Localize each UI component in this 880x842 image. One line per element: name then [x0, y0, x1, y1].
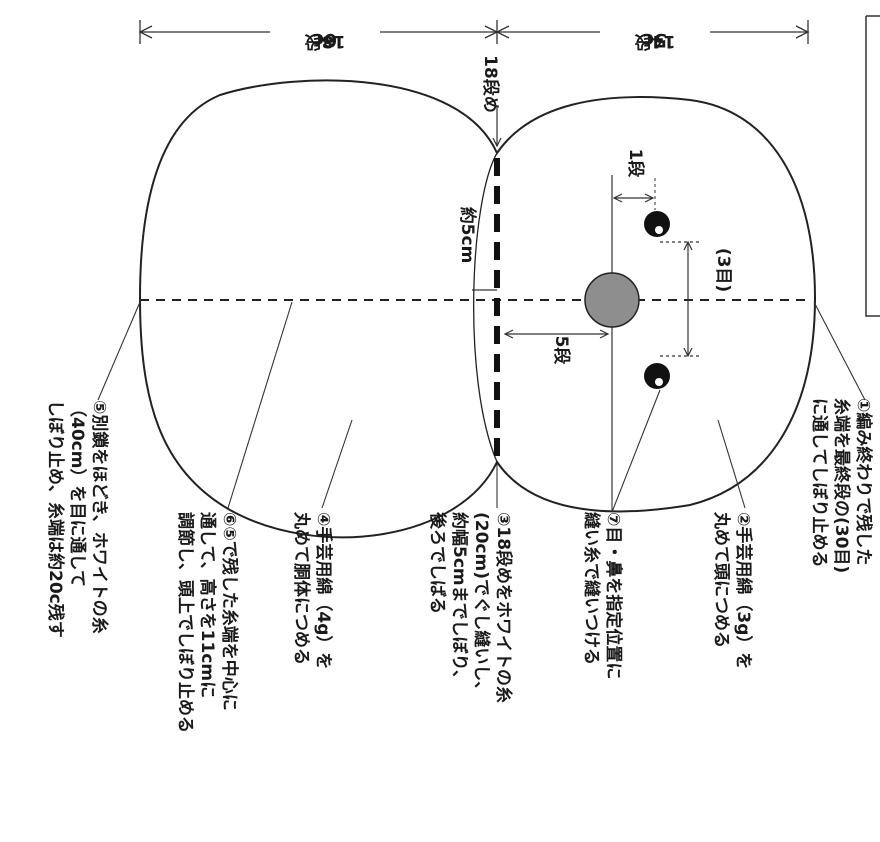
- note-line: ①編み終わりで残した: [853, 398, 874, 565]
- one-row-arrow: [612, 193, 655, 203]
- note-line: ②手芸用綿（3g）を: [733, 512, 754, 669]
- note-line: ③18段めをホワイトの糸: [493, 512, 514, 703]
- note-line: 後ろでしばる: [427, 512, 448, 614]
- head-rows-label: 14段: [635, 31, 676, 52]
- note-line: 縫い糸で縫いつける: [581, 512, 602, 665]
- note-line: に通してしぼり止める: [809, 398, 830, 568]
- note-line: ④手芸用綿（4g）を: [313, 512, 334, 669]
- one-row-label: 1段: [625, 149, 646, 178]
- head-dim-bg: [600, 8, 710, 60]
- three-stitch-arrow: [660, 240, 700, 358]
- note-line: 調節し、頭上でしぼり止める: [175, 512, 196, 733]
- note-line: しぼり止め、糸端は約20c残す: [45, 400, 66, 638]
- amigurumi-outline: [138, 79, 817, 539]
- eye-icon: [644, 363, 670, 389]
- note-line: 丸めて胴体につめる: [291, 511, 312, 665]
- head-back-curve: [473, 152, 498, 463]
- nose-icon: [584, 272, 640, 328]
- eye-icon: [644, 211, 670, 237]
- note-line: ⑦目・鼻を指定位置に: [603, 512, 624, 679]
- note-line: ⑤別鎖をほどき、ホワイトの糸: [89, 400, 110, 634]
- note-line: （40cm）を目に通して: [67, 400, 88, 587]
- row18-label: 18段め: [480, 55, 501, 113]
- note-line: (20cm)でぐし縫いし、: [471, 512, 492, 698]
- head-width-label: 5c: [643, 29, 667, 51]
- body-width-label: 6c: [313, 29, 337, 51]
- side-frame: [865, 15, 880, 317]
- note-line: 約幅5cmまでしぼり、: [449, 512, 470, 687]
- body-dim-bg: [270, 8, 380, 60]
- note-line: 通して、高さを11cmに: [197, 512, 218, 698]
- body-rows-label: 18段: [305, 31, 346, 52]
- approx-5cm-label: 約5cm: [457, 207, 478, 264]
- row18-pointer: [492, 106, 502, 148]
- five-row-arrow: [503, 329, 610, 339]
- note-line: 糸端を最終段の(30目): [831, 398, 852, 573]
- three-stitch-label: (3目): [713, 248, 733, 292]
- note-line: ⑥⑤で残した糸端を中心に: [219, 512, 240, 711]
- note-line: 丸めて頭につめる: [711, 511, 732, 648]
- leader-lines: [97, 301, 866, 513]
- five-row-label: 5段: [551, 336, 572, 365]
